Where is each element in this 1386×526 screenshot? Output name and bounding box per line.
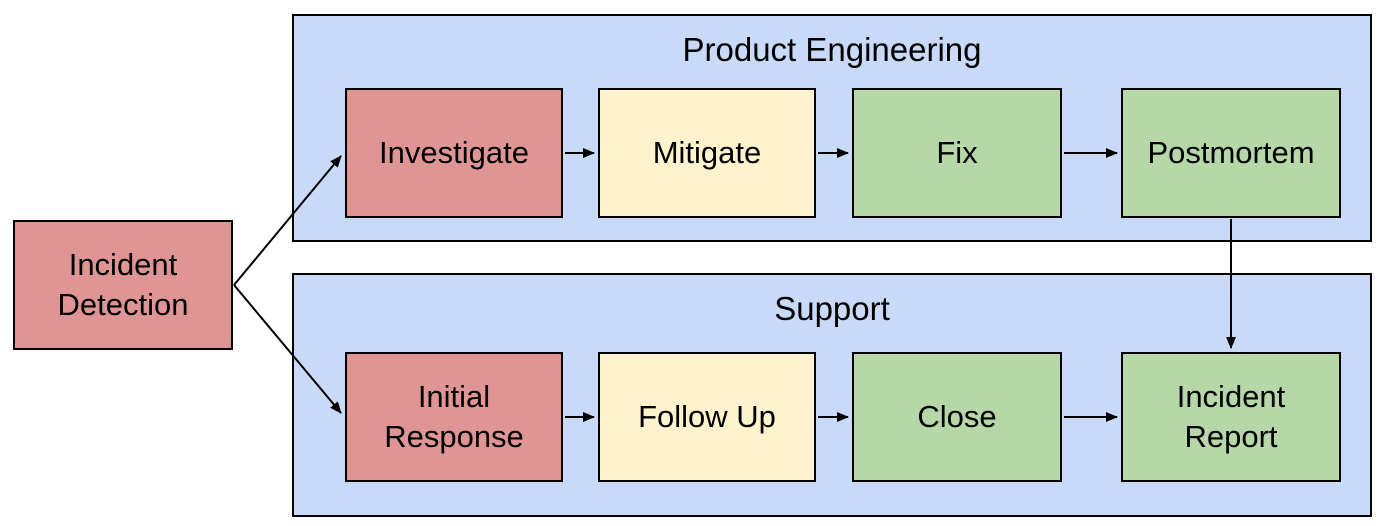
node-investigate: Investigate xyxy=(345,88,563,218)
lane-title-product-engineering: Product Engineering xyxy=(682,31,982,68)
node-mitigate: Mitigate xyxy=(598,88,816,218)
node-follow-up-label: Follow Up xyxy=(638,399,776,434)
node-incident-report: Incident Report xyxy=(1121,352,1341,482)
node-fix: Fix xyxy=(852,88,1062,218)
node-postmortem: Postmortem xyxy=(1121,88,1341,218)
node-incident-report-label: Incident Report xyxy=(1176,379,1286,454)
node-fix-label: Fix xyxy=(936,135,978,170)
lane-title-support: Support xyxy=(774,290,890,327)
node-close: Close xyxy=(852,352,1062,482)
node-close-label: Close xyxy=(917,399,997,434)
node-investigate-label: Investigate xyxy=(379,135,529,170)
node-follow-up: Follow Up xyxy=(598,352,816,482)
node-incident-detection: Incident Detection xyxy=(13,220,233,350)
node-mitigate-label: Mitigate xyxy=(652,135,762,170)
node-postmortem-label: Postmortem xyxy=(1147,135,1315,170)
node-incident-detection-label: Incident Detection xyxy=(57,247,189,322)
node-initial-response-label: Initial Response xyxy=(384,379,524,454)
node-initial-response: Initial Response xyxy=(345,352,563,482)
